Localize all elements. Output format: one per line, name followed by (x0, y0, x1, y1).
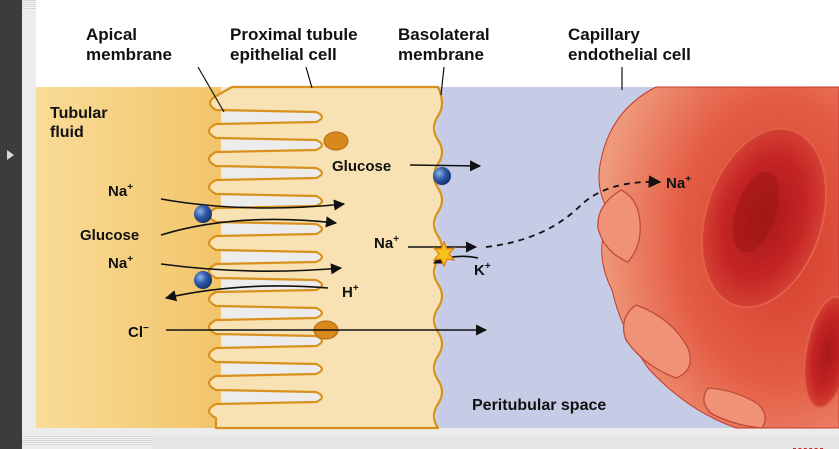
proximal-tubule-label: Proximal tubule epithelial cell (230, 25, 362, 64)
basolateral-membrane-label: Basolateral membrane (398, 25, 494, 64)
left-sidebar (0, 0, 22, 449)
endothelial-cell-segment (622, 304, 691, 379)
glucose-label-2: Glucose (332, 158, 391, 175)
na-label-2: Na+ (108, 254, 133, 272)
na-k-pump (432, 240, 456, 268)
header-area (36, 0, 839, 87)
endothelial-cell-segment (703, 387, 766, 429)
na-label-3: Na+ (374, 234, 399, 252)
glucose-cotransport-arrow (160, 216, 338, 236)
proximal-leader-line (305, 66, 313, 89)
tubular-fluid-region (36, 87, 221, 428)
red-blood-cell (803, 295, 839, 409)
apical-leader-line (197, 66, 225, 113)
na-h-antiporter (194, 271, 212, 289)
k-label: K+ (474, 261, 491, 279)
na-label-4: Na+ (666, 174, 691, 192)
peritubular-space-label: Peritubular space (472, 397, 606, 414)
apical-membrane-label: Apical membrane (86, 25, 172, 64)
tight-junction-upper (323, 131, 349, 151)
k-pump-in-arrow (432, 253, 479, 264)
na-antiport-arrow (160, 263, 343, 275)
play-icon[interactable] (7, 150, 14, 160)
annotation-mark (793, 436, 823, 449)
h-secretion-arrow (164, 285, 329, 302)
basolateral-leader-line (440, 66, 445, 96)
red-blood-cell-center (732, 171, 780, 253)
capillary-label: Capillary endothelial cell (568, 25, 691, 64)
glucose-transporter (433, 167, 451, 185)
endothelial-cell-segment (597, 189, 641, 263)
glucose-exit-arrow (409, 160, 482, 172)
cl-label: Cl− (128, 323, 149, 341)
bottom-bar (152, 436, 839, 449)
nephron-transport-diagram: Apical membrane Proximal tubule epitheli… (36, 0, 839, 430)
tubular-fluid-label: Tubular fluid (50, 105, 112, 141)
h-label: H+ (342, 283, 359, 301)
na-glucose-symporter (194, 205, 212, 223)
na-label-1: Na+ (108, 182, 133, 200)
na-glucose-arrow-upper (160, 198, 346, 211)
glucose-label-1: Glucose (80, 227, 139, 244)
na-to-capillary-dashed-arrow (485, 175, 662, 248)
footer-stripes (22, 436, 152, 446)
